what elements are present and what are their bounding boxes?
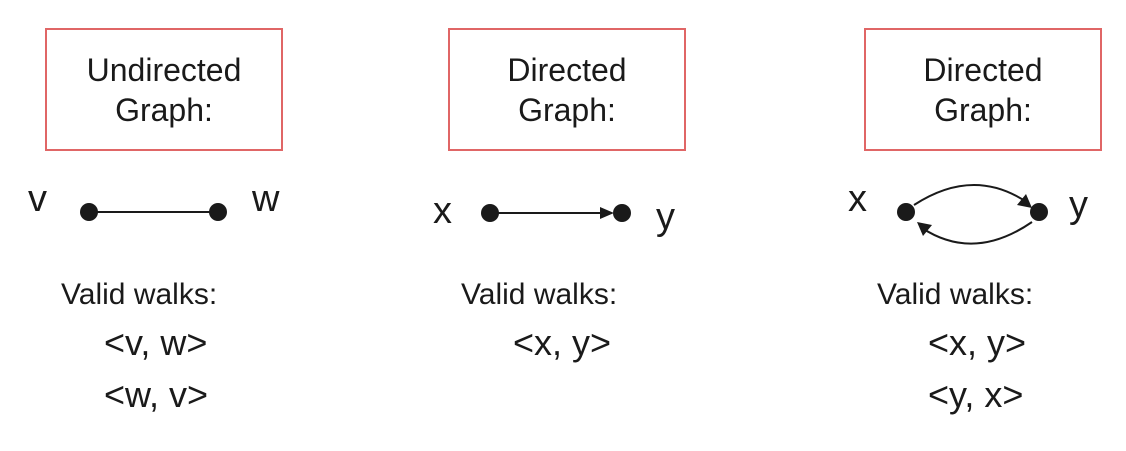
walks-heading: Valid walks: — [877, 278, 1034, 311]
node-label-y: y — [656, 196, 675, 238]
node-dot-x — [481, 204, 499, 222]
directed-edge-diagram — [481, 204, 631, 222]
panel-bidirected-graph: Directed Graph: x y Valid walks: <x, y> … — [816, 0, 1126, 451]
title-box-bidirected: Directed Graph: — [864, 28, 1102, 151]
title-line-2: Graph: — [518, 91, 616, 128]
arrowhead-icon — [917, 222, 932, 236]
walk-item: <x, y> — [513, 322, 612, 363]
node-label-v: v — [28, 178, 47, 220]
node-dot-y — [613, 204, 631, 222]
title-line-1: Undirected — [86, 51, 242, 88]
node-dot-w — [209, 203, 227, 221]
bidirected-edge-diagram — [897, 184, 1048, 245]
title-box-directed: Directed Graph: — [448, 28, 686, 151]
walk-item: <x, y> — [928, 322, 1027, 363]
arrowhead-icon — [1017, 194, 1032, 208]
panel-directed-graph: Directed Graph: x y Valid walks: <x, y> — [400, 0, 770, 451]
walk-item: <w, v> — [104, 374, 209, 415]
title-line-1: Directed — [923, 51, 1043, 88]
edge-x-to-y — [913, 184, 1029, 206]
node-dot-v — [80, 203, 98, 221]
node-label-x: x — [848, 178, 867, 220]
node-label-y: y — [1069, 184, 1088, 226]
walks-heading: Valid walks: — [461, 278, 618, 311]
node-dot-y — [1030, 203, 1048, 221]
walk-item: <v, w> — [104, 322, 208, 363]
title-line-2: Graph: — [115, 91, 213, 128]
title-box-undirected: Undirected Graph: — [45, 28, 283, 151]
panel-undirected-graph: Undirected Graph: v w Valid walks: <v, w… — [0, 0, 370, 451]
title-line-2: Graph: — [934, 91, 1032, 128]
arrowhead-icon — [600, 207, 614, 219]
walks-heading: Valid walks: — [61, 278, 218, 311]
walk-item: <y, x> — [928, 374, 1024, 415]
undirected-edge-diagram — [80, 203, 227, 221]
node-label-w: w — [252, 178, 280, 220]
title-line-1: Directed — [507, 51, 627, 88]
edge-y-to-x — [921, 221, 1033, 245]
node-label-x: x — [433, 190, 452, 232]
node-dot-x — [897, 203, 915, 221]
